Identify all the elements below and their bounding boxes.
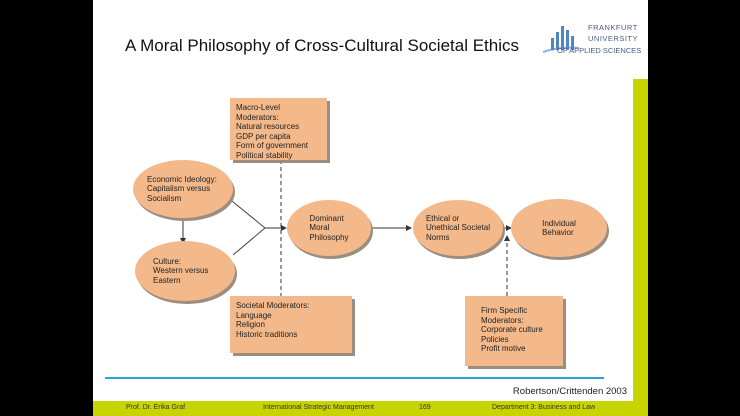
macro-moderators-box: Macro-Level Moderators: Natural resource…: [230, 98, 327, 160]
footer-page-number: 169: [419, 404, 431, 411]
firm-moderators-box: Firm Specific Moderators: Corporate cult…: [465, 296, 563, 366]
footer: Prof. Dr. Erika Graf International Strat…: [93, 401, 648, 416]
societal-moderators-box: Societal Moderators: Language Religion H…: [230, 296, 352, 353]
societal-norms-text: Ethical or Unethical Societal Norms: [425, 213, 491, 242]
accent-bar: [633, 79, 648, 401]
logo-text-1: FRANKFURT: [588, 23, 638, 32]
slide: A Moral Philosophy of Cross-Cultural Soc…: [93, 0, 648, 416]
dominant-moral-philosophy-text: Dominant Moral Philosophy: [309, 213, 349, 242]
footer-author: Prof. Dr. Erika Graf: [126, 404, 186, 411]
divider-line: [105, 377, 604, 379]
individual-behavior-text: Individual Behavior: [542, 218, 576, 238]
economic-ideology-text: Economic Ideology: Capitalism versus Soc…: [147, 174, 217, 203]
societal-norms-node: Ethical or Unethical Societal Norms: [413, 200, 503, 256]
culture-text: Culture: Western versus Eastern: [153, 256, 209, 285]
citation: Robertson/Crittenden 2003: [512, 386, 627, 397]
footer-department: Department 3: Business and Law: [492, 404, 596, 411]
diagram-connectors: [180, 160, 512, 296]
culture-node: Culture: Western versus Eastern: [135, 241, 235, 301]
footer-course: International Strategic Management: [263, 404, 374, 411]
societal-moderators-text: Societal Moderators: Language Religion H…: [236, 301, 310, 339]
dominant-moral-philosophy-node: Dominant Moral Philosophy: [287, 200, 371, 256]
macro-moderators-text: Macro-Level Moderators: Natural resource…: [236, 103, 309, 160]
logo-bars-icon: [542, 26, 580, 53]
slide-title: A Moral Philosophy of Cross-Cultural Soc…: [125, 36, 519, 55]
individual-behavior-node: Individual Behavior: [511, 199, 607, 257]
economic-ideology-node: Economic Ideology: Capitalism versus Soc…: [133, 160, 233, 218]
logo-text-3: OF APPLIED SCIENCES: [557, 46, 642, 55]
firm-moderators-text: Firm Specific Moderators: Corporate cult…: [481, 306, 543, 353]
university-logo: FRANKFURT UNIVERSITY OF APPLIED SCIENCES: [541, 20, 651, 62]
logo-text-2: UNIVERSITY: [588, 34, 639, 43]
